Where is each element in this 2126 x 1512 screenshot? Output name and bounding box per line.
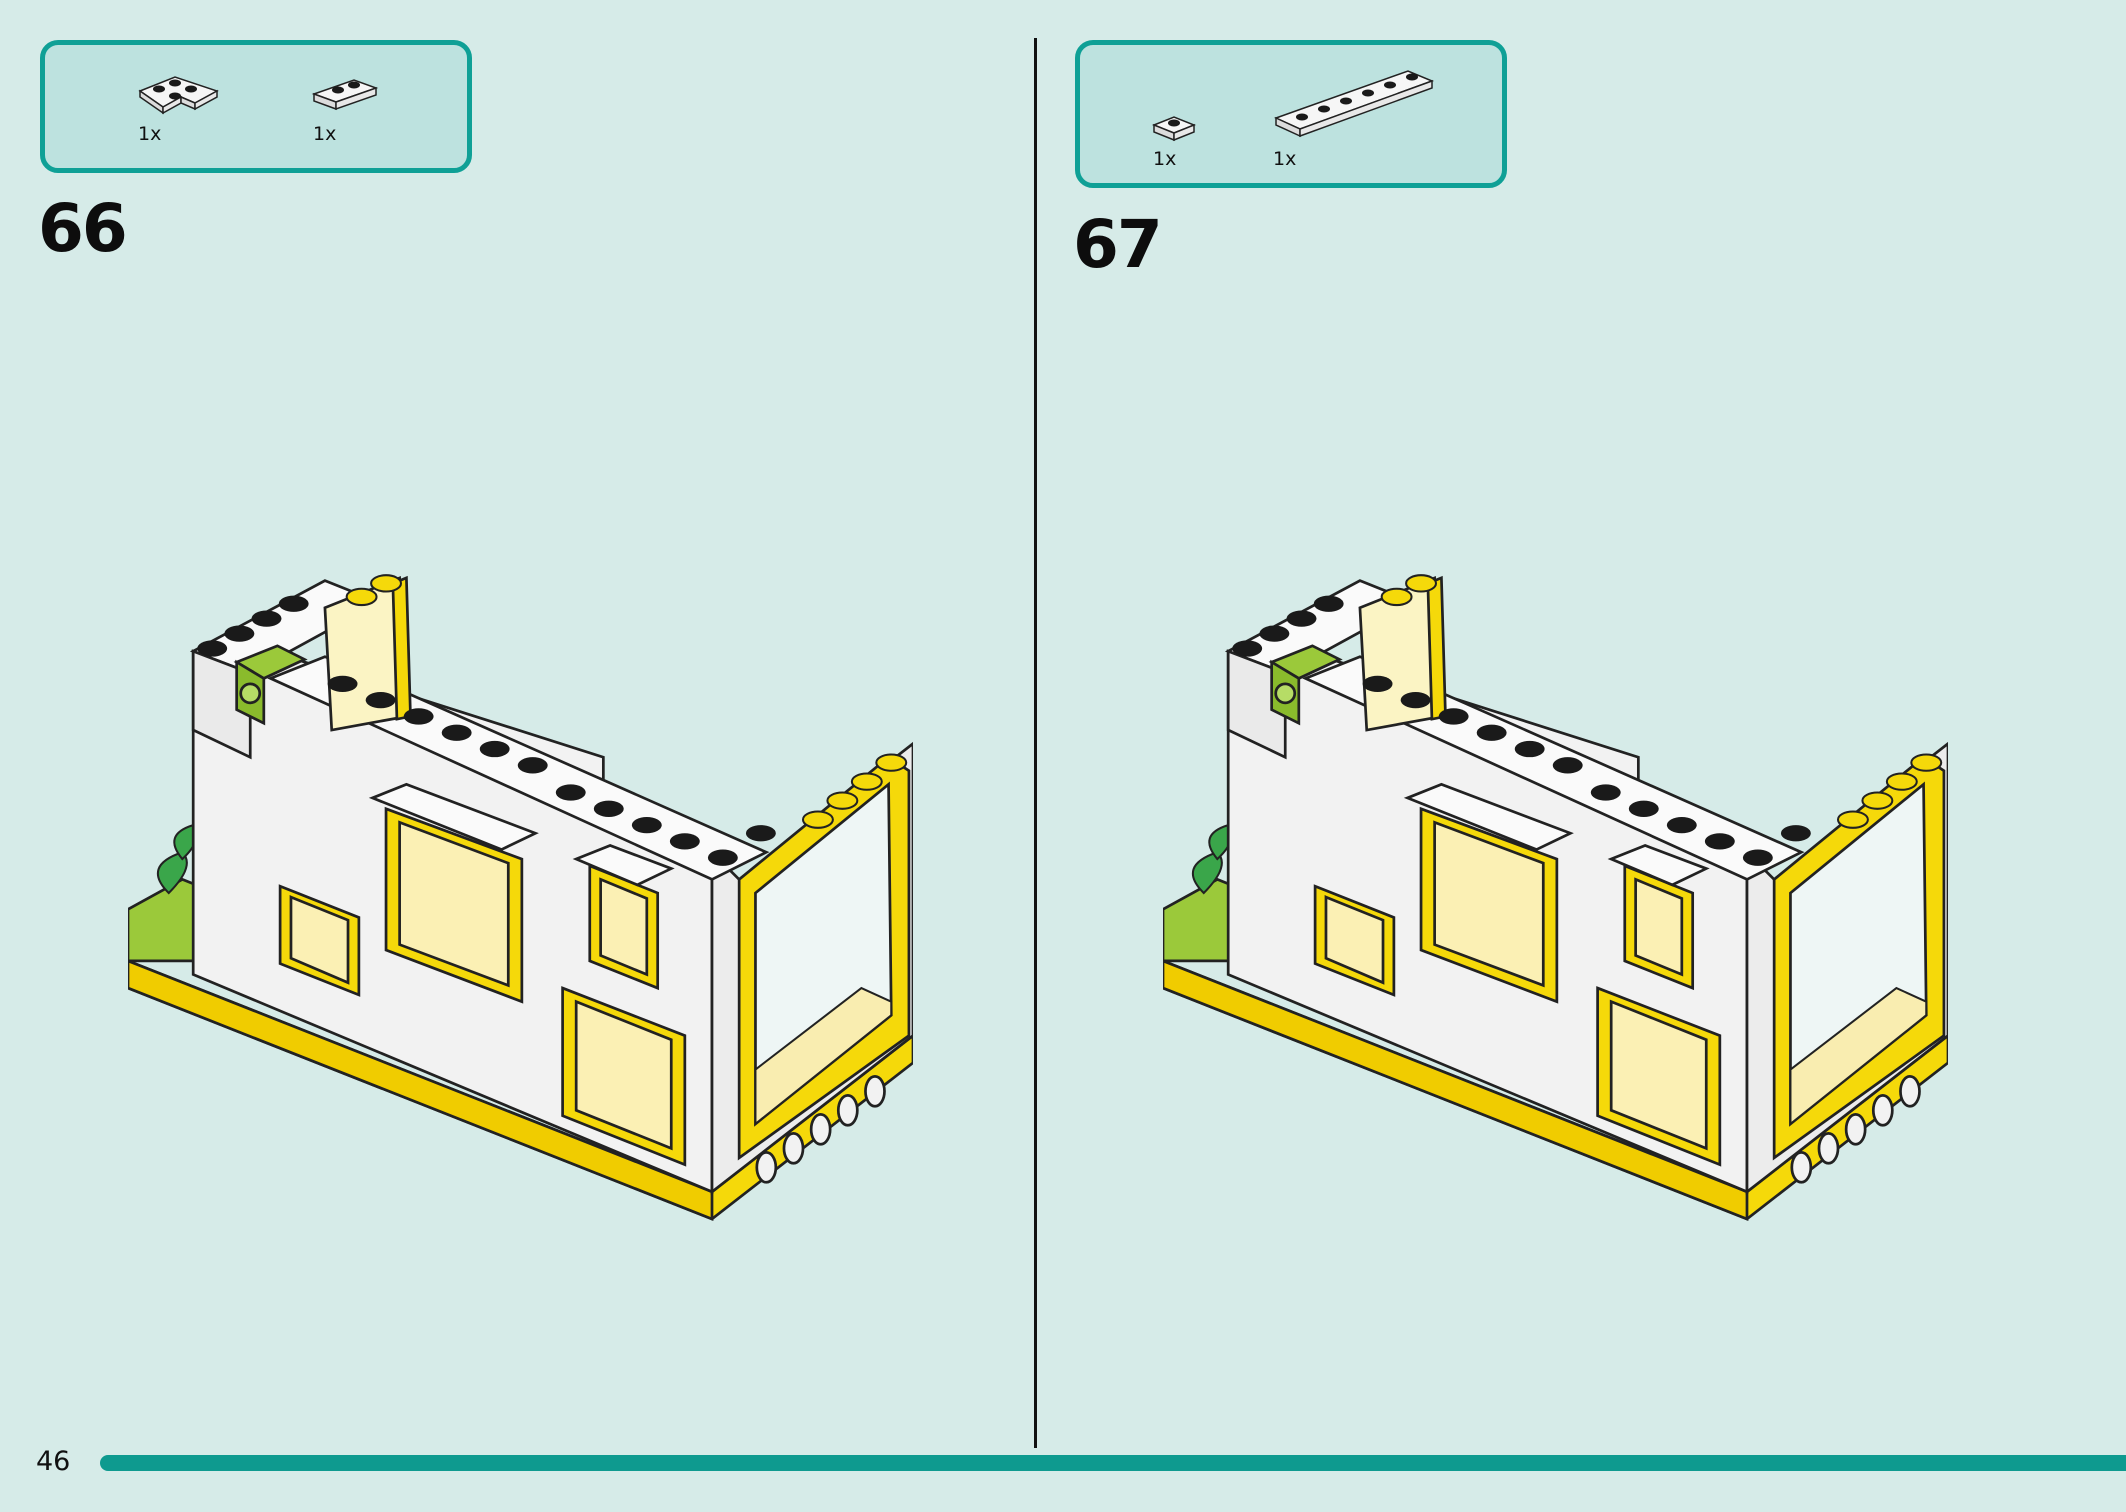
white-corner-plate-icon [138,76,219,115]
page-divider [1034,38,1037,1448]
step-number: 66 [38,190,128,267]
step-number: 67 [1073,206,1163,283]
page-number: 46 [36,1446,71,1477]
model-illustration-step-67 [1163,573,1948,1221]
white-plate-1x1-icon [1151,116,1197,142]
white-plate-1x6-icon [1274,70,1435,138]
parts-callout-step-67: 1x 1x [1075,40,1507,188]
part-quantity: 1x [138,123,162,145]
progress-bar [100,1455,2126,1471]
model-illustration-step-66 [128,573,913,1221]
part-quantity: 1x [1153,148,1177,170]
parts-callout-step-66: 1x 1x [40,40,472,173]
part-quantity: 1x [1273,148,1297,170]
part-quantity: 1x [313,123,337,145]
white-plate-1x2-icon [311,79,379,111]
